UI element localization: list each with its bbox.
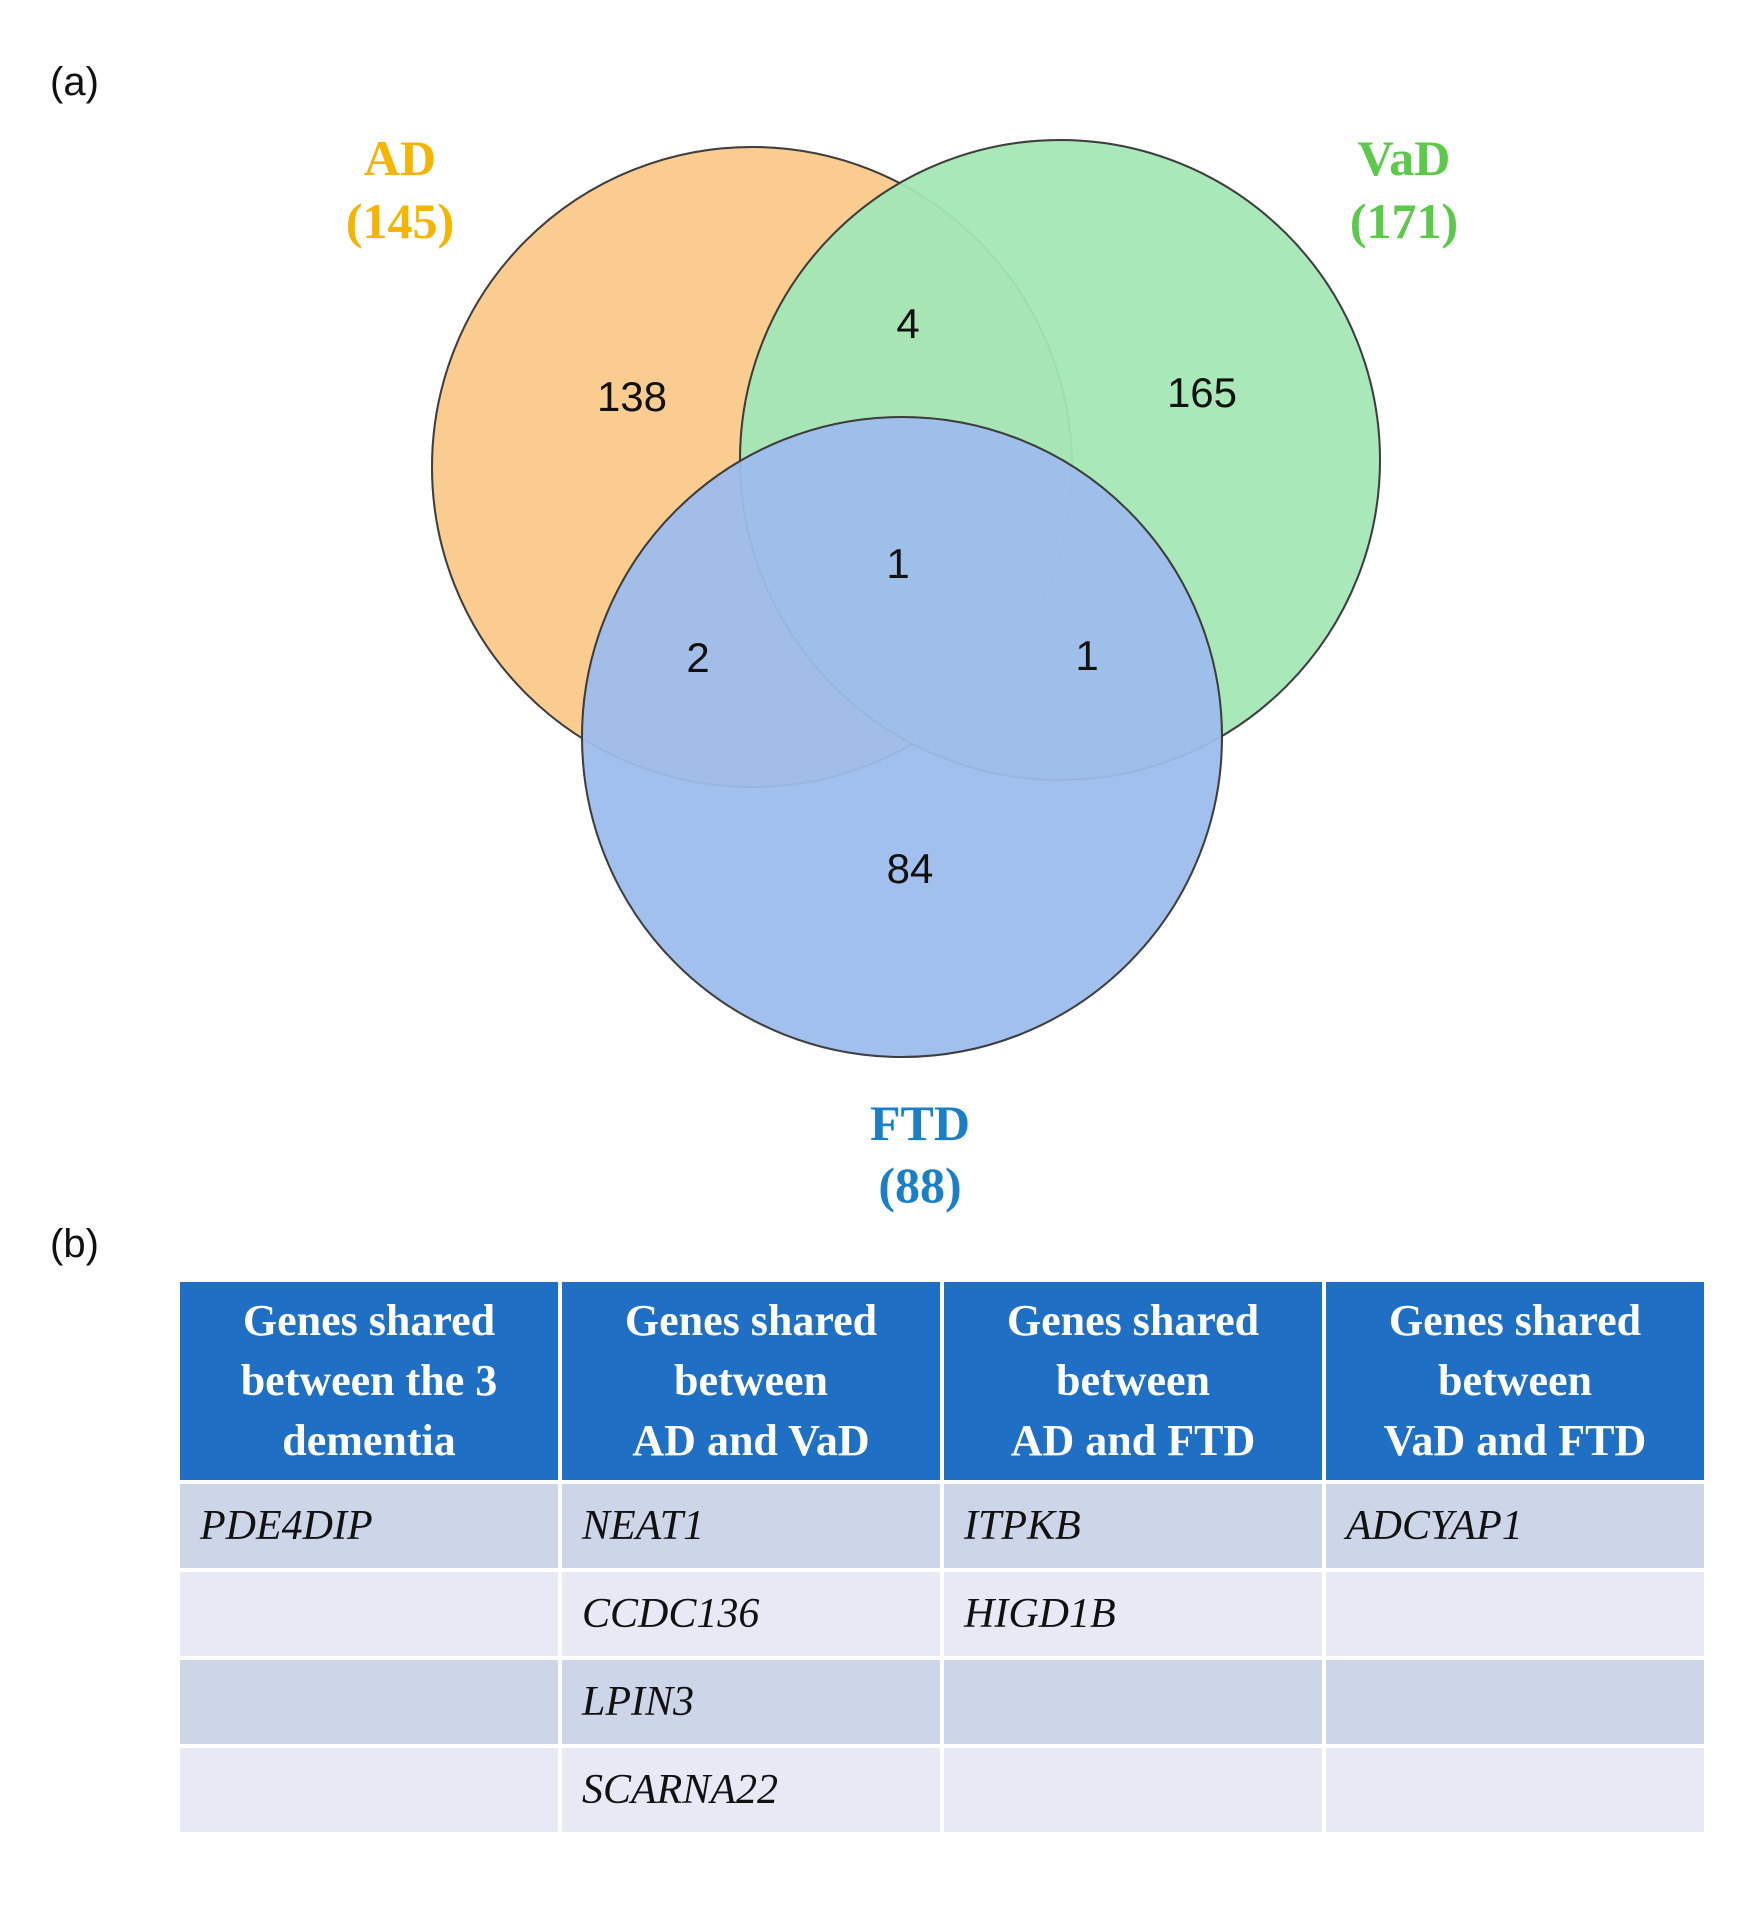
panel-b-label: (b) bbox=[50, 1222, 99, 1266]
gene-cell: PDE4DIP bbox=[180, 1484, 558, 1568]
ftd-set-name: FTD bbox=[870, 1095, 970, 1151]
ftd-circle-overlay bbox=[581, 416, 1223, 1058]
gene-cell bbox=[180, 1660, 558, 1744]
gene-cell bbox=[944, 1748, 1322, 1832]
column-header-line: between bbox=[1056, 1356, 1210, 1405]
column-header-line: between bbox=[1438, 1356, 1592, 1405]
ad-set-total: (145) bbox=[346, 193, 454, 249]
table-row: LPIN3 bbox=[180, 1660, 1704, 1744]
gene-cell bbox=[944, 1660, 1322, 1744]
column-header-line: Genes shared bbox=[1388, 1296, 1642, 1345]
column-header-line: Genes shared bbox=[624, 1296, 878, 1345]
all-three-count: 1 bbox=[886, 540, 909, 587]
gene-cell bbox=[180, 1748, 558, 1832]
gene-cell: HIGD1B bbox=[944, 1572, 1322, 1656]
column-header-line: Genes shared bbox=[1006, 1296, 1260, 1345]
table-row: SCARNA22 bbox=[180, 1748, 1704, 1832]
vad-set-total: (171) bbox=[1350, 193, 1458, 249]
panel-a-label: (a) bbox=[50, 60, 99, 104]
column-header-line: VaD and FTD bbox=[1383, 1416, 1647, 1465]
column-header-line: between bbox=[674, 1356, 828, 1405]
gene-cell: ITPKB bbox=[944, 1484, 1322, 1568]
vad-ftd-count: 1 bbox=[1075, 632, 1098, 679]
column-header-ad-vad: Genes shared between AD and VaD bbox=[562, 1282, 940, 1480]
vad-only-count: 165 bbox=[1167, 369, 1237, 416]
ftd-set-total: (88) bbox=[878, 1157, 961, 1213]
gene-cell: ADCYAP1 bbox=[1326, 1484, 1704, 1568]
column-header-line: Genes shared bbox=[242, 1296, 496, 1345]
gene-cell bbox=[180, 1572, 558, 1656]
column-header-line: between the 3 bbox=[240, 1356, 498, 1405]
column-header-line: dementia bbox=[282, 1416, 456, 1465]
ad-vad-count: 4 bbox=[896, 300, 919, 347]
ad-set-name: AD bbox=[364, 130, 436, 186]
gene-cell bbox=[1326, 1748, 1704, 1832]
gene-cell: CCDC136 bbox=[562, 1572, 940, 1656]
ad-only-count: 138 bbox=[597, 373, 667, 420]
vad-set-name: VaD bbox=[1358, 130, 1451, 186]
column-header-line: AD and FTD bbox=[1010, 1416, 1256, 1465]
column-header-all-three: Genes shared between the 3 dementia bbox=[180, 1282, 558, 1480]
ad-ftd-count: 2 bbox=[686, 634, 709, 681]
ftd-only-count: 84 bbox=[887, 845, 934, 892]
column-header-line: AD and VaD bbox=[632, 1416, 870, 1465]
venn-diagram: AD (145) VaD (171) FTD (88) 138 165 84 4… bbox=[346, 130, 1458, 1213]
gene-cell: LPIN3 bbox=[562, 1660, 940, 1744]
gene-cell: NEAT1 bbox=[562, 1484, 940, 1568]
gene-cell: SCARNA22 bbox=[562, 1748, 940, 1832]
gene-cell bbox=[1326, 1660, 1704, 1744]
column-header-ad-ftd: Genes shared between AD and FTD bbox=[944, 1282, 1322, 1480]
gene-cell bbox=[1326, 1572, 1704, 1656]
